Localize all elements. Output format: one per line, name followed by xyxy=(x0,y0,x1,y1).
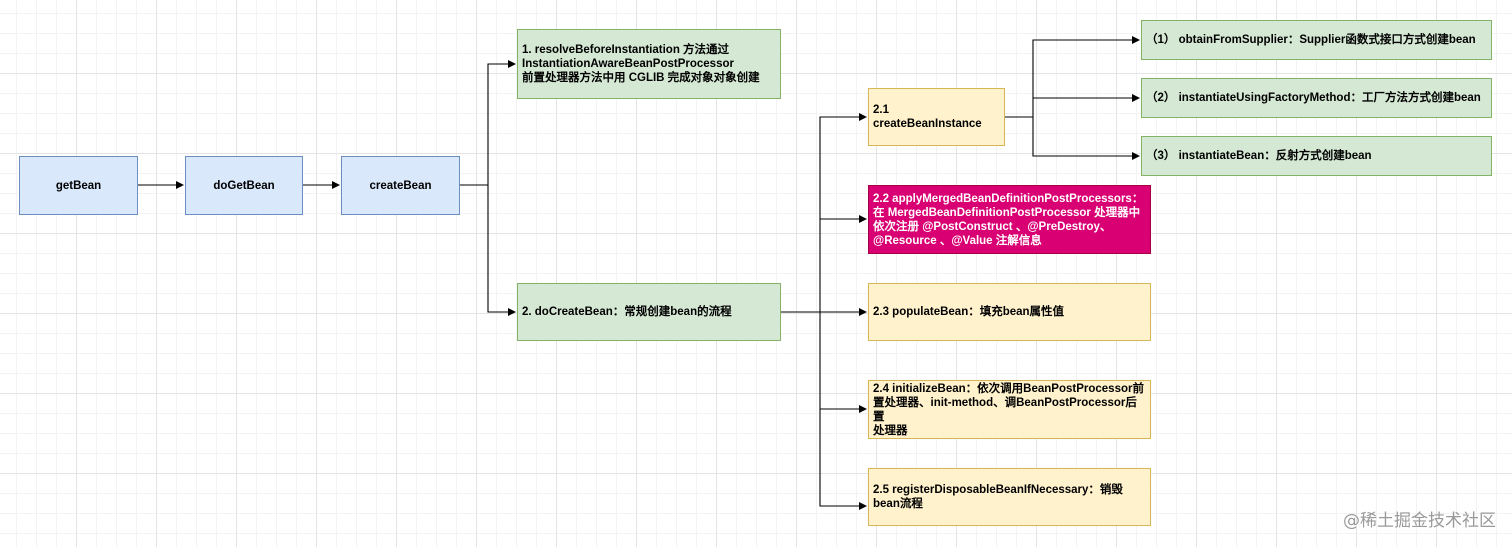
dogetbean-node[interactable]: doGetBean xyxy=(185,156,303,215)
arrow-createbean-docreate xyxy=(487,185,516,316)
arrow-docreate-register xyxy=(819,409,867,510)
initialize-bean-node[interactable]: 2.4 initializeBean：依次调用BeanPostProcessor… xyxy=(868,380,1151,439)
do-create-bean-node[interactable]: 2. doCreateBean：常规创建bean的流程 xyxy=(517,283,781,341)
instantiate-bean-node[interactable]: （3） instantiateBean：反射方式创建bean xyxy=(1141,136,1492,176)
arrow-createbean-resolve xyxy=(460,60,516,186)
populate-bean-node[interactable]: 2.3 populateBean：填充bean属性值 xyxy=(868,283,1151,341)
create-bean-instance-node[interactable]: 2.1 createBeanInstance xyxy=(868,88,1005,146)
resolve-before-instantiation-node[interactable]: 1. resolveBeforeInstantiation 方法通过 Insta… xyxy=(517,29,781,99)
arrow-docreate-createinstance xyxy=(781,113,867,313)
arrow-createinstance-reflect xyxy=(1032,117,1140,160)
apply-merged-bean-definition-node[interactable]: 2.2 applyMergedBeanDefinitionPostProcess… xyxy=(868,185,1151,254)
createbean-node[interactable]: createBean xyxy=(341,156,460,215)
register-disposable-bean-node[interactable]: 2.5 registerDisposableBeanIfNecessary：销毁… xyxy=(868,468,1151,526)
getbean-node[interactable]: getBean xyxy=(19,156,138,215)
obtain-from-supplier-node[interactable]: （1） obtainFromSupplier：Supplier函数式接口方式创建… xyxy=(1141,20,1492,60)
instantiate-using-factory-method-node[interactable]: （2） instantiateUsingFactoryMethod：工厂方法方式… xyxy=(1141,78,1492,118)
arrow-createinstance-supplier xyxy=(1005,36,1140,118)
watermark-text: @稀土掘金技术社区 xyxy=(1343,511,1496,531)
arrow-docreate-initialize xyxy=(819,312,867,413)
